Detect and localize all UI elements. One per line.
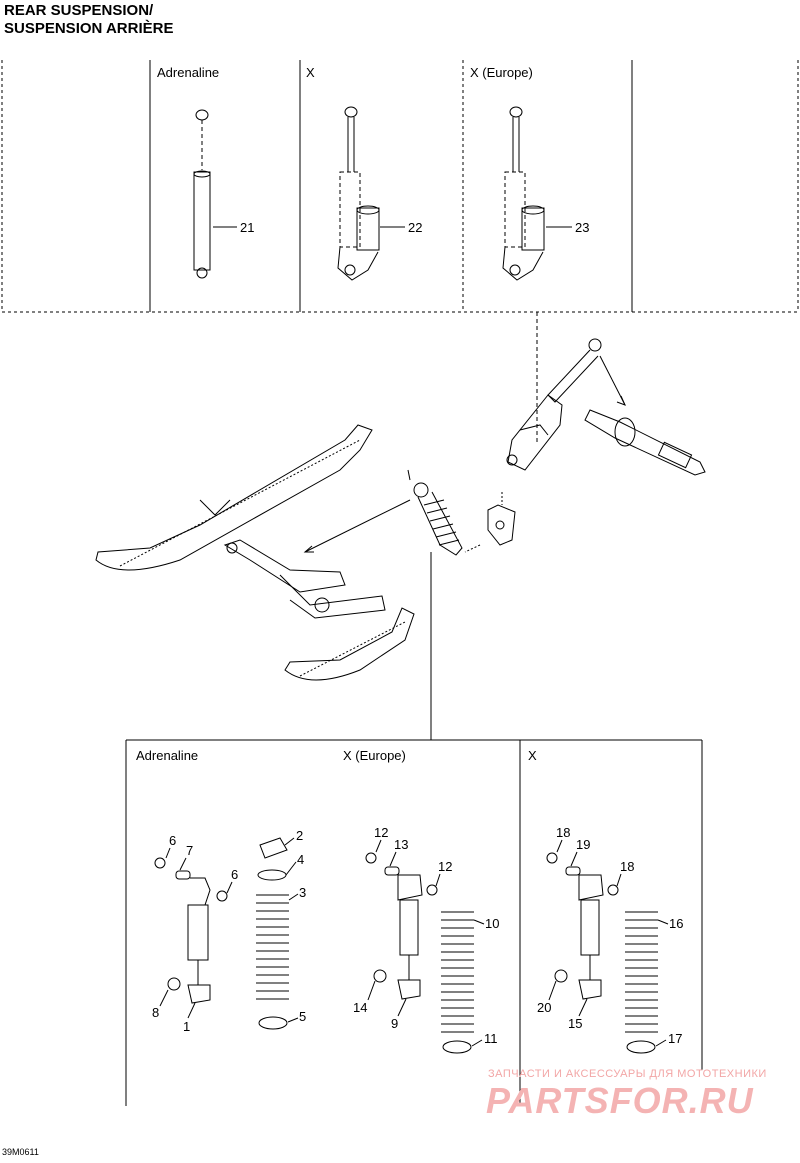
watermark-tagline: ЗАПЧАСТИ И АКСЕССУАРЫ ДЛЯ МОТОТЕХНИКИ — [488, 1068, 767, 1080]
x-leaders — [548, 839, 669, 1047]
callout-12a: 12 — [374, 825, 388, 840]
callout-18b: 18 — [620, 859, 634, 874]
x-europe-shock-body — [365, 852, 438, 1000]
page-title: REAR SUSPENSION/ SUSPENSION ARRIÈRE — [4, 2, 173, 38]
x-europe-leaders — [367, 839, 485, 1047]
callout-23: 23 — [575, 220, 589, 235]
shock-bracket — [487, 504, 516, 546]
drawing-code: 39M0611 — [2, 1147, 39, 1157]
callout-2: 2 — [296, 828, 303, 843]
leader-linkage — [304, 499, 411, 553]
callout-21: 21 — [240, 220, 254, 235]
callout-10: 10 — [485, 916, 499, 931]
callout-22: 22 — [408, 220, 422, 235]
callout-9: 9 — [391, 1016, 398, 1031]
callout-17: 17 — [668, 1031, 682, 1046]
callout-18a: 18 — [556, 825, 570, 840]
x-spring — [625, 911, 658, 1054]
leader-center — [407, 469, 411, 481]
bottom-panel-label-x-europe: X (Europe) — [343, 748, 406, 763]
slide-rail-right — [284, 607, 415, 681]
callout-20: 20 — [537, 1000, 551, 1015]
callout-1: 1 — [183, 1019, 190, 1034]
shock-absorber-21 — [193, 109, 211, 279]
callout-7: 7 — [186, 843, 193, 858]
callout-12b: 12 — [438, 859, 452, 874]
arrow-front-arm — [616, 395, 626, 406]
callout-11: 11 — [484, 1031, 498, 1046]
bottom-panel-label-adrenaline: Adrenaline — [136, 748, 199, 763]
front-arm-shock — [506, 338, 602, 471]
leader-bracket-2 — [464, 544, 481, 553]
adrenaline-spring — [256, 837, 289, 1030]
callout-14: 14 — [353, 1000, 367, 1015]
callout-8: 8 — [152, 1005, 159, 1020]
x-europe-spring — [441, 911, 474, 1054]
callout-19: 19 — [576, 837, 590, 852]
bottom-panel-label-x: X — [528, 748, 537, 763]
title-english: REAR SUSPENSION/ — [4, 2, 154, 19]
adrenaline-shock-body — [154, 857, 228, 1004]
callout-4: 4 — [297, 852, 304, 867]
adrenaline-leaders — [159, 837, 299, 1023]
callout-13: 13 — [394, 837, 408, 852]
arm-linkage — [223, 539, 386, 619]
shock-absorber-23 — [502, 106, 545, 281]
callout-5: 5 — [299, 1009, 306, 1024]
callout-6b: 6 — [231, 867, 238, 882]
arrow-linkage — [303, 545, 314, 553]
shock-absorber-22 — [337, 106, 380, 281]
title-french: SUSPENSION ARRIÈRE — [4, 20, 174, 37]
center-coil-shock — [413, 482, 463, 556]
slide-rail-left — [95, 424, 373, 571]
top-panel-label-x: X — [306, 65, 315, 80]
callout-6a: 6 — [169, 833, 176, 848]
watermark-logo: PARTSFOR.RU — [486, 1080, 754, 1121]
x-shock-body — [546, 852, 619, 1000]
callout-15: 15 — [568, 1016, 582, 1031]
top-panel-label-adrenaline: Adrenaline — [157, 65, 220, 80]
callout-16: 16 — [669, 916, 683, 931]
top-panel-label-x-europe: X (Europe) — [470, 65, 533, 80]
front-arm-axle — [584, 409, 706, 476]
callout-3: 3 — [299, 885, 306, 900]
